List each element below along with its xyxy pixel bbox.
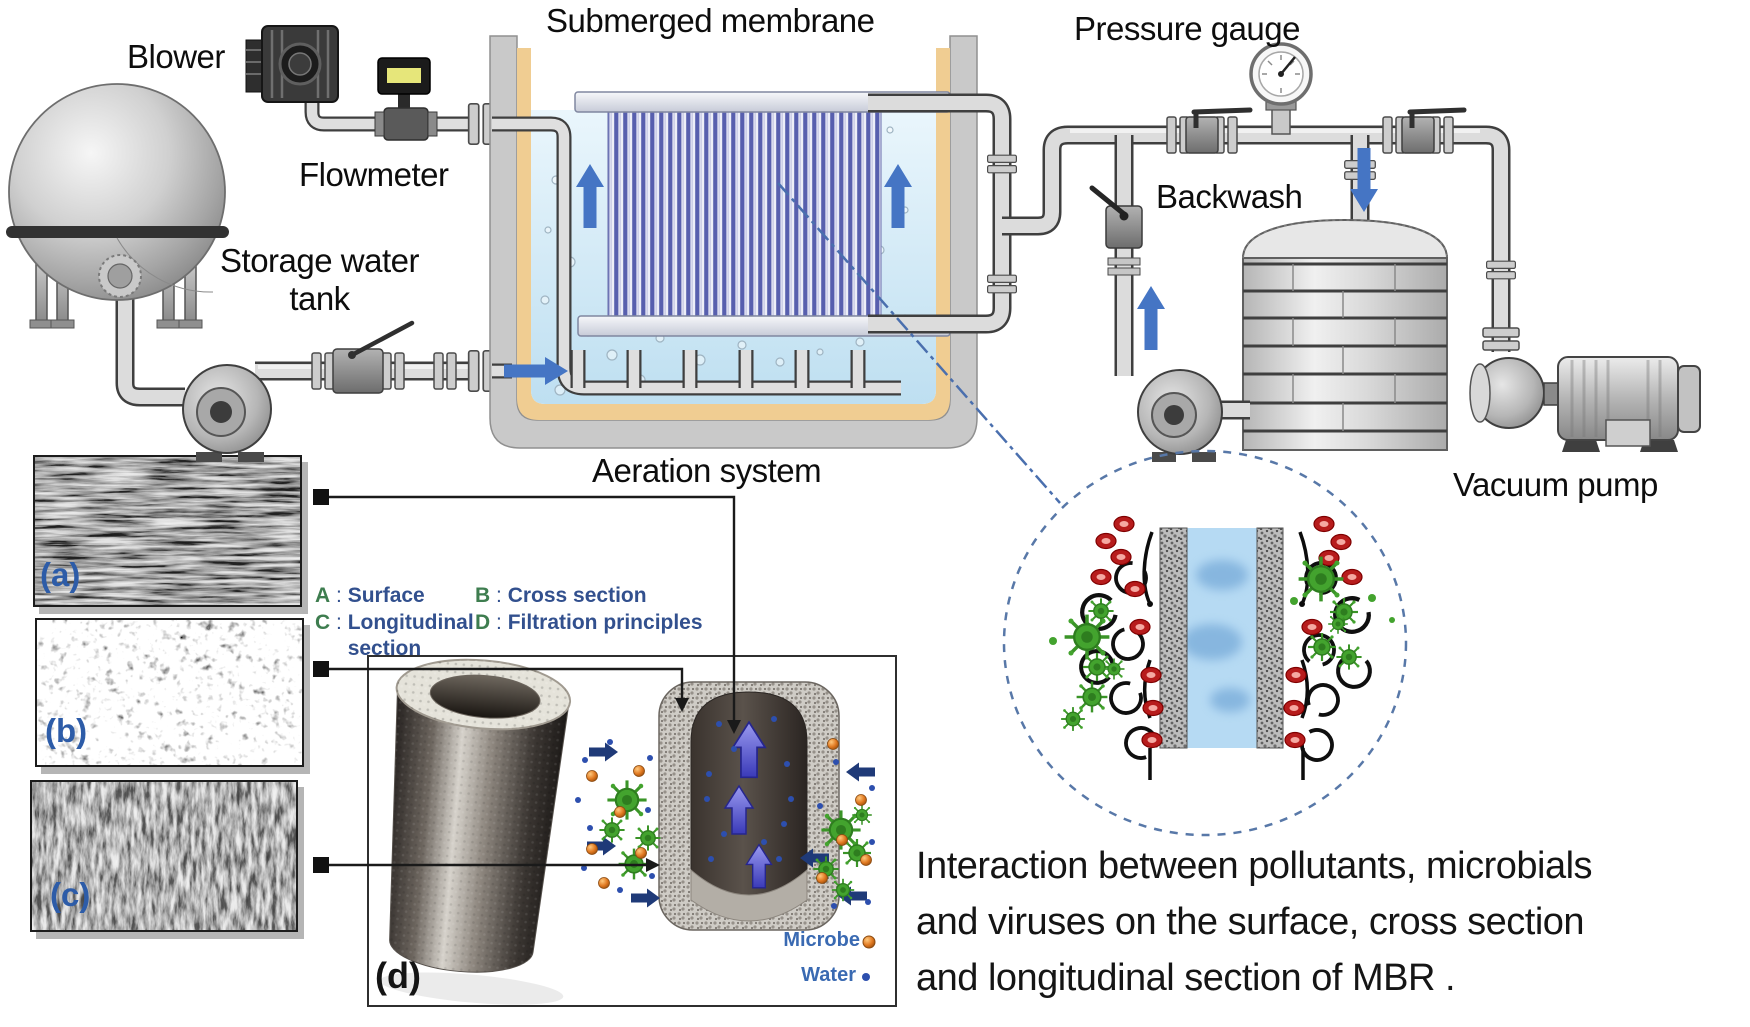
legend-item-longitudinal-section: C : Longitudinal section [315, 610, 474, 662]
microbe-legend-dot [862, 935, 876, 949]
label-submerged-membrane: Submerged membrane [546, 2, 875, 39]
legend-letter: C [315, 611, 331, 634]
inlet-flow-arrow [504, 357, 568, 385]
label-backwash: Backwash [1156, 178, 1303, 215]
water-legend-dot [862, 973, 870, 981]
legend-item-cross-section: B : Cross section [475, 583, 647, 609]
legend-water: Water [801, 964, 856, 986]
valve-permeate-left [1166, 107, 1253, 154]
blower [245, 25, 472, 132]
caption-line3: and longitudinal section of MBR . [916, 957, 1456, 999]
label-flowmeter: Flowmeter [299, 156, 449, 193]
label-aeration-system: Aeration system [592, 452, 822, 489]
cutaway-fiber-tube [658, 681, 840, 931]
sem-image-cross-section [35, 618, 304, 767]
legend-colon: : [490, 611, 508, 634]
label-storage-line1: Storage water [220, 242, 419, 279]
label-blower: Blower [127, 38, 225, 75]
backwash-tank [1241, 218, 1449, 451]
legend-microbe: Microbe [783, 929, 860, 951]
label-storage-line2: tank [289, 280, 350, 317]
permeate-piping [868, 93, 1520, 376]
panel-label-a: (a) [40, 556, 81, 593]
legend-colon: : [330, 584, 348, 607]
inset-pollutants [1090, 515, 1363, 749]
legend-item-filtration-principles: D : Filtration principles [475, 610, 703, 636]
legend-colon: : [490, 584, 508, 607]
backwash-up-arrow [1137, 286, 1165, 350]
sem-image-surface [33, 455, 302, 607]
inset-fibers [1142, 531, 1310, 780]
legend-label: Filtration principles [507, 611, 703, 634]
legend-item-surface: A : Surface [315, 583, 425, 609]
legend-letter: D [475, 611, 491, 634]
sem-image-longitudinal-section [30, 780, 298, 932]
sem-connectors [313, 489, 741, 873]
permeate-water-dots [704, 716, 794, 862]
aeration-bubbles [540, 126, 911, 396]
legend-label: Cross section [507, 584, 647, 607]
caption-line1: Interaction between pollutants, microbia… [916, 845, 1593, 887]
label-storage-water-tank: Storage water tank [212, 242, 427, 318]
inset-membrane-wall-right [1256, 527, 1284, 749]
feed-valve [311, 320, 415, 394]
pressure-gauge [1249, 42, 1313, 135]
legend-label: Longitudinal section [347, 611, 474, 660]
flowmeter [374, 57, 438, 141]
label-vacuum-pump: Vacuum pump [1453, 466, 1658, 503]
inset-membrane-wall-left [1159, 527, 1188, 749]
membrane-tank [489, 35, 978, 449]
membrane-bottom-header [577, 315, 951, 337]
aeration-system [492, 116, 901, 396]
panel-label-d: (d) [375, 955, 421, 996]
upflow-arrow-right [884, 164, 912, 228]
caption: Interaction between pollutants, microbia… [916, 838, 1750, 1006]
membrane-top-header [574, 91, 951, 113]
inset-flocs [1075, 555, 1377, 768]
legend-colon: : [330, 611, 348, 634]
inset-water-channel [1187, 528, 1257, 748]
backwash-valve [1089, 185, 1143, 276]
legend-letter: A [315, 584, 331, 607]
backwash-pump [1137, 369, 1250, 462]
caption-line2: and viruses on the surface, cross sectio… [916, 901, 1585, 943]
backwash-down-arrow [1350, 148, 1378, 212]
feed-pipe [255, 320, 495, 394]
label-pressure-gauge: Pressure gauge [1074, 10, 1300, 47]
filtration-principles-panel [367, 655, 897, 1007]
valve-permeate-right [1382, 107, 1467, 154]
vacuum-pump [1469, 356, 1701, 452]
panel-d-particles [575, 738, 875, 909]
interaction-inset [1002, 449, 1408, 837]
feed-pump [182, 364, 272, 462]
membrane-module [574, 91, 951, 337]
upflow-arrow-left [576, 164, 604, 228]
panel-label-c: (c) [50, 876, 91, 913]
feed-flow-arrows [587, 742, 875, 908]
legend-letter: B [475, 584, 491, 607]
inset-microbials [1049, 554, 1395, 732]
storage-water-tank [6, 83, 229, 407]
panel-label-b: (b) [45, 712, 88, 749]
legend-label: Surface [347, 584, 425, 607]
